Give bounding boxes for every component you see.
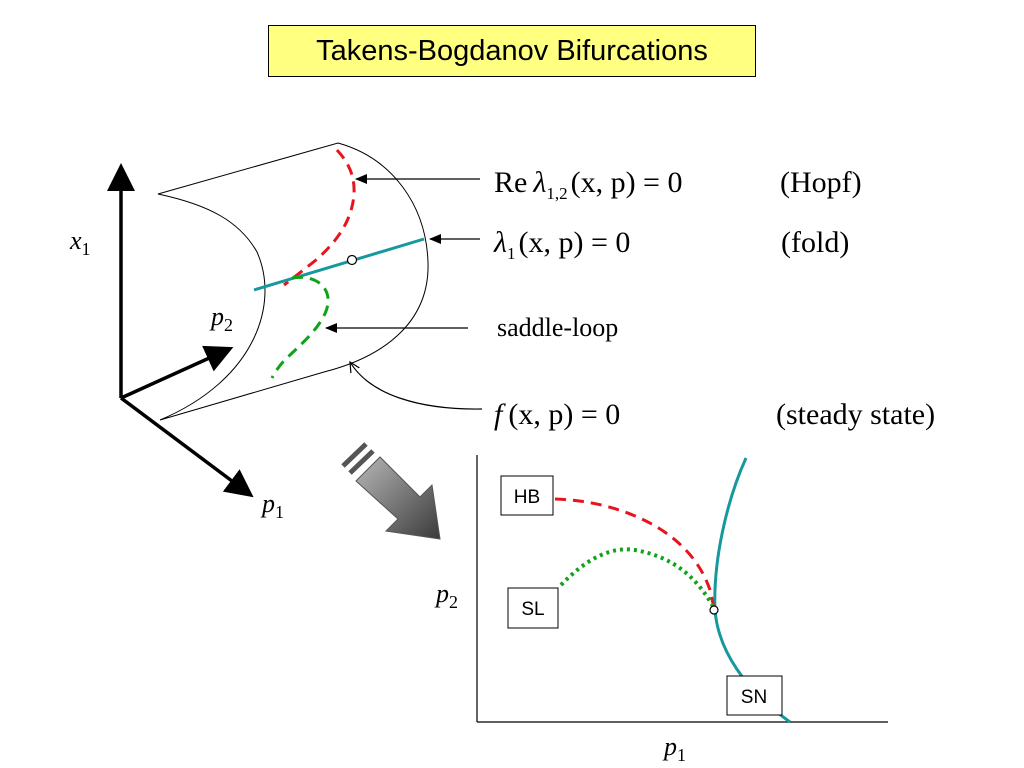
- saddle-loop-label: saddle-loop: [497, 313, 618, 342]
- page-title: Takens-Bogdanov Bifurcations: [268, 25, 756, 77]
- x1-axis-label: x1: [69, 226, 91, 259]
- sn-label: SN: [741, 687, 767, 708]
- fold-equation: λ1(x, p) = 0: [493, 226, 630, 263]
- sn-label-box: [726, 675, 783, 716]
- fold-line-3d: [253, 237, 425, 292]
- p1-axis-label-2d: p1: [662, 732, 686, 765]
- hopf-curve-2d: [554, 497, 716, 609]
- p2-axis: [120, 345, 234, 400]
- steady-state-label: (steady state): [776, 398, 935, 431]
- steady-state-pointer-arrow: [350, 362, 483, 410]
- steady-state-equation: f(x, p) = 0: [494, 398, 620, 431]
- p2-axis-label-2d: p2: [434, 579, 458, 612]
- hb-label-box: [500, 475, 554, 516]
- steady-state-surface: [157, 142, 429, 421]
- p1-axis-label-3d: p1: [260, 489, 284, 522]
- p2-axis-label-3d: p2: [209, 302, 233, 335]
- hopf-curve-3d: [283, 148, 356, 287]
- surface-3d-diagram: x1 p2 p1: [69, 142, 429, 522]
- saddle-loop-curve-3d: [270, 275, 330, 379]
- fold-label: (fold): [781, 226, 849, 259]
- hb-label: HB: [514, 487, 540, 508]
- saddle-loop-curve-2d: [559, 547, 716, 609]
- p1-axis: [119, 396, 254, 498]
- sl-label: SL: [521, 599, 544, 620]
- tb-point-2d: [709, 605, 719, 615]
- transition-arrow-icon: [341, 442, 441, 540]
- sl-label-box: [507, 587, 559, 629]
- tb-point-3d: [346, 254, 358, 266]
- bifurcation-plot-2d: HB SL SN p2 p1: [434, 455, 888, 765]
- hopf-label: (Hopf): [780, 166, 862, 199]
